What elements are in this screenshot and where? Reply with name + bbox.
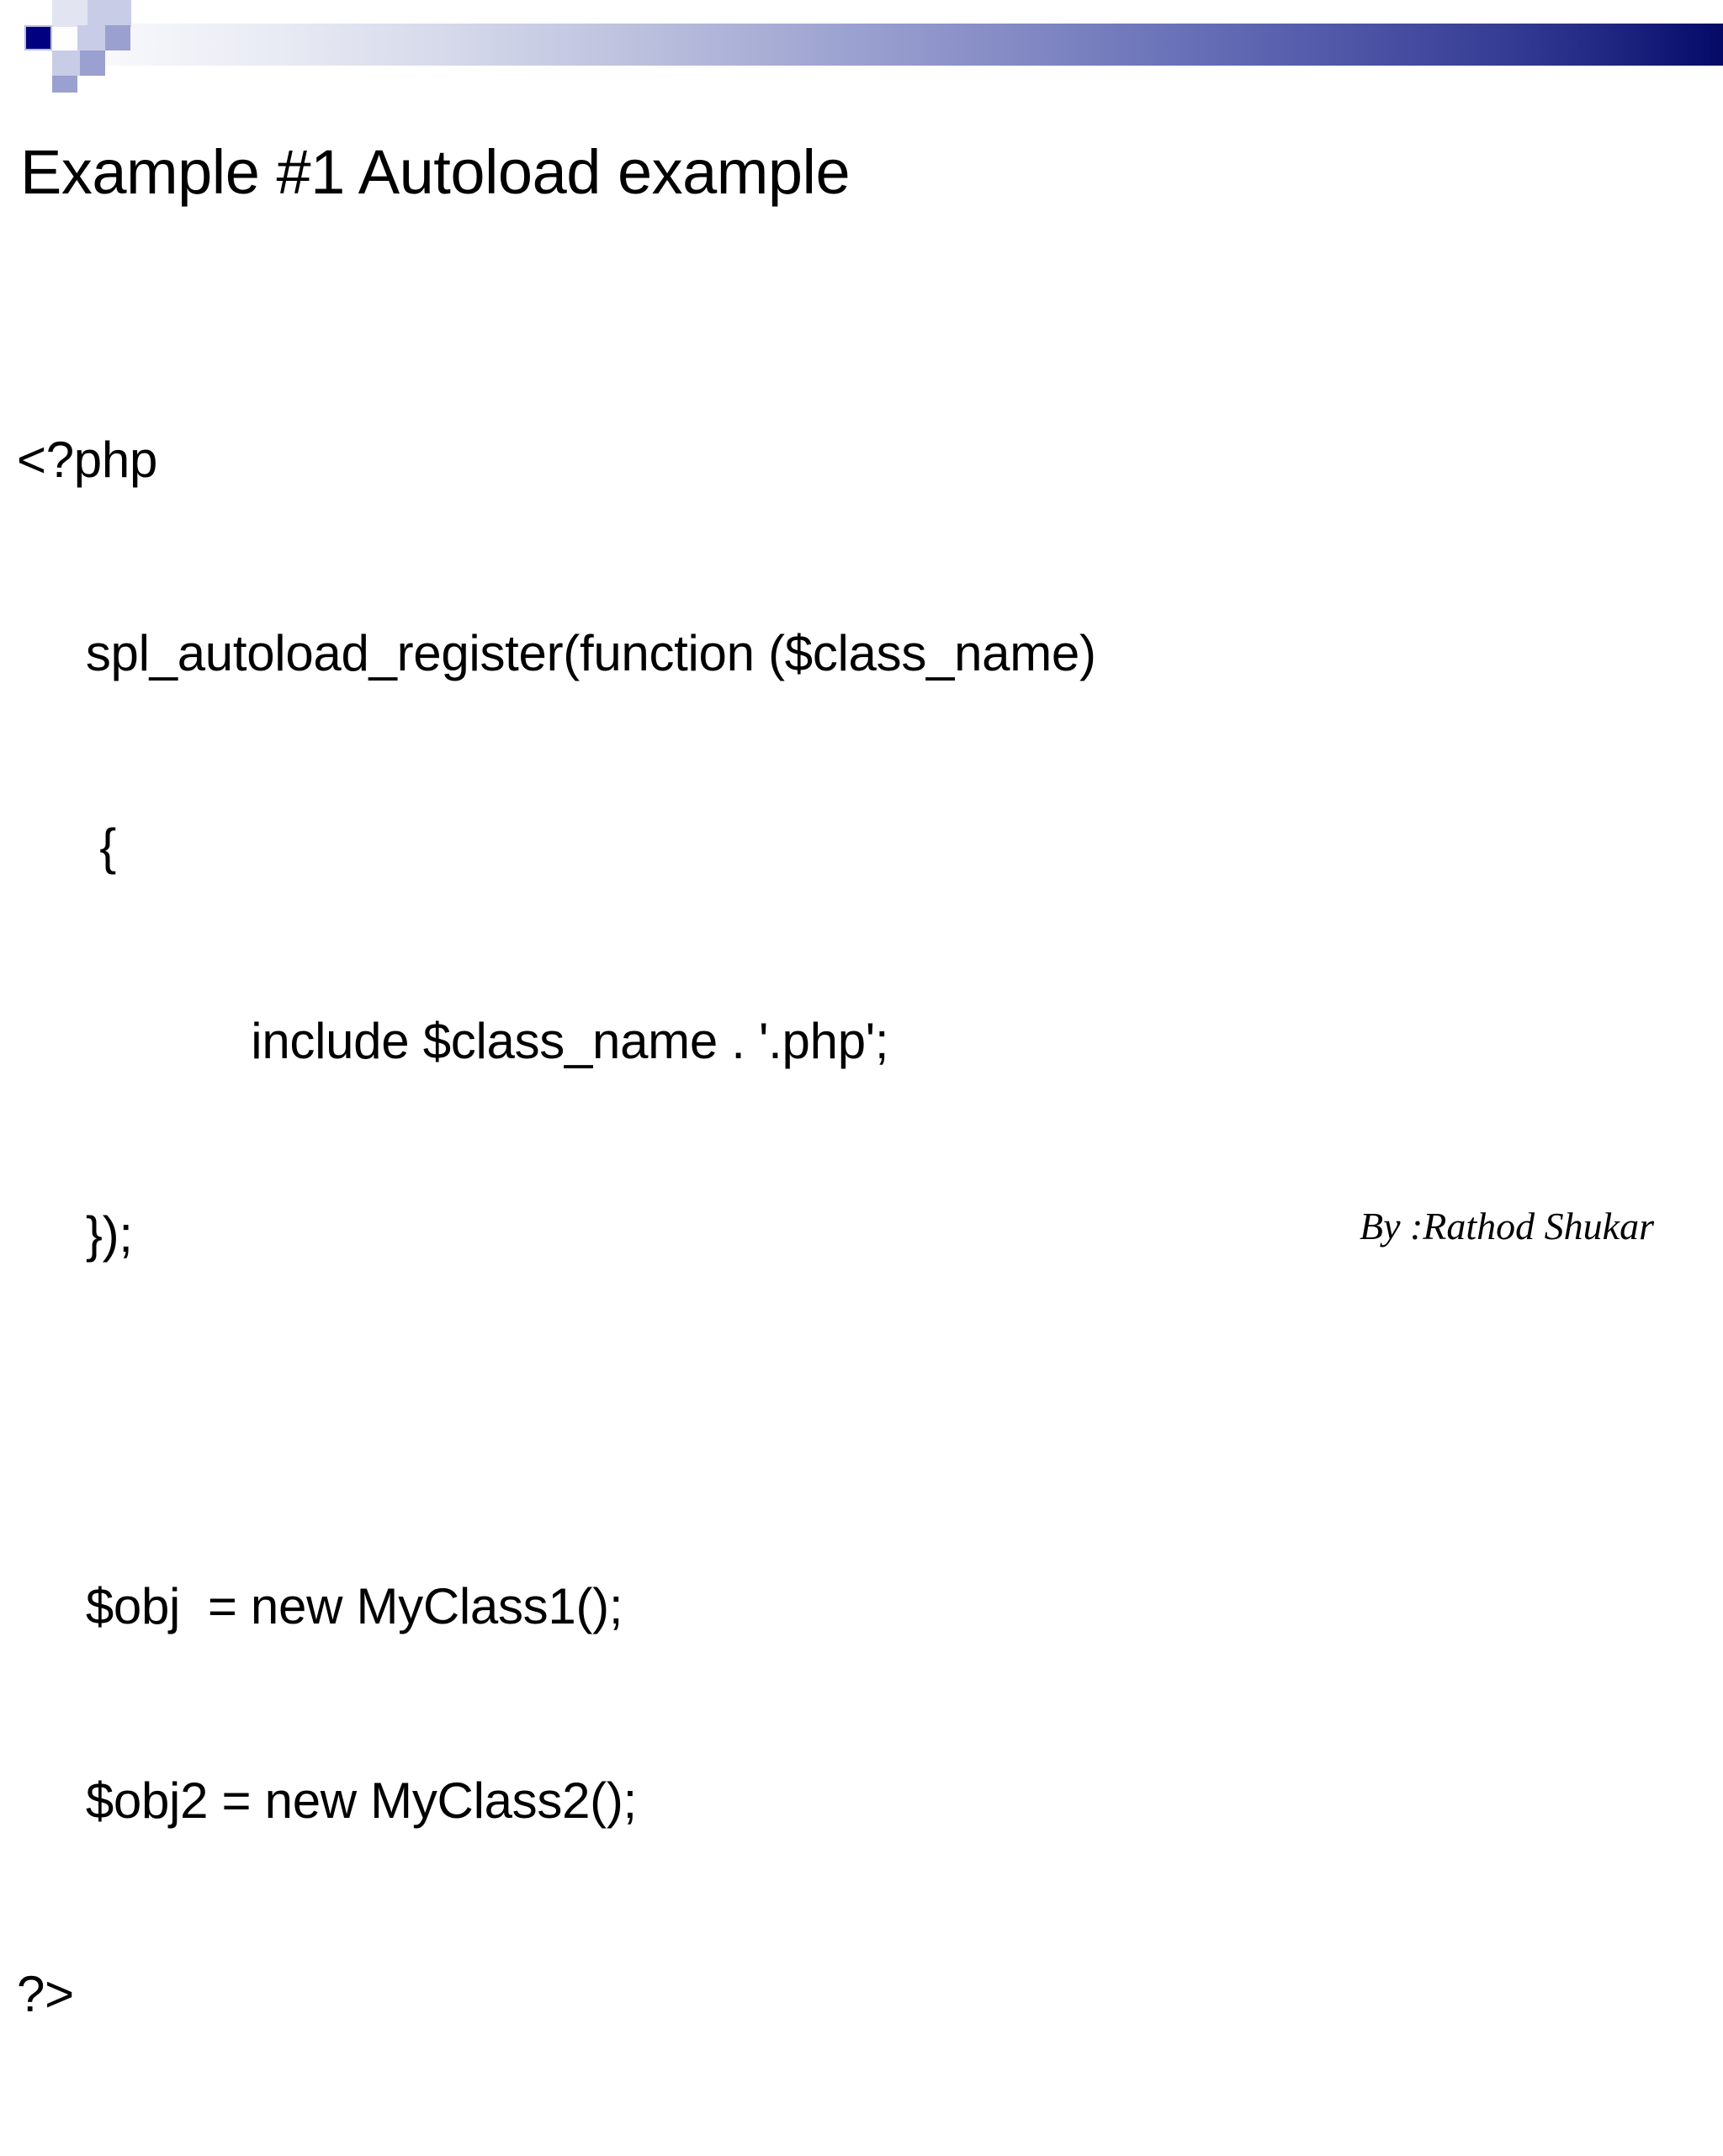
code-line-5: });	[17, 1206, 133, 1263]
slide-canvas: Example #1 Autoload example <?php spl_au…	[0, 0, 1723, 2022]
deco-square-light-4	[77, 25, 105, 50]
code-line-blank	[17, 1397, 1666, 1446]
code-line-7: $obj = new MyClass1();	[17, 1578, 623, 1635]
code-line-8: $obj2 = new MyClass2();	[17, 1772, 637, 1829]
header-gradient-stripe	[0, 24, 1723, 66]
deco-square-mid-3	[52, 76, 77, 93]
deco-square-mid-2	[80, 50, 105, 76]
deco-square-navy	[24, 25, 52, 50]
deco-square-mid-1	[105, 25, 130, 50]
code-line-1: <?php	[17, 431, 158, 488]
author-signature: By :Rathod Shukar	[1359, 1205, 1654, 1248]
deco-square-pale-1	[52, 0, 87, 27]
code-line-4: include $class_name . '.php';	[17, 1012, 889, 1069]
code-line-9: ?>	[17, 1965, 74, 2022]
code-line-2: spl_autoload_register(function ($class_n…	[17, 624, 1096, 681]
header-decoration	[0, 0, 1723, 93]
page-title: Example #1 Autoload example	[20, 136, 851, 207]
deco-square-light-5	[52, 50, 80, 76]
deco-square-light-3	[104, 0, 131, 27]
code-line-3: {	[17, 818, 116, 876]
